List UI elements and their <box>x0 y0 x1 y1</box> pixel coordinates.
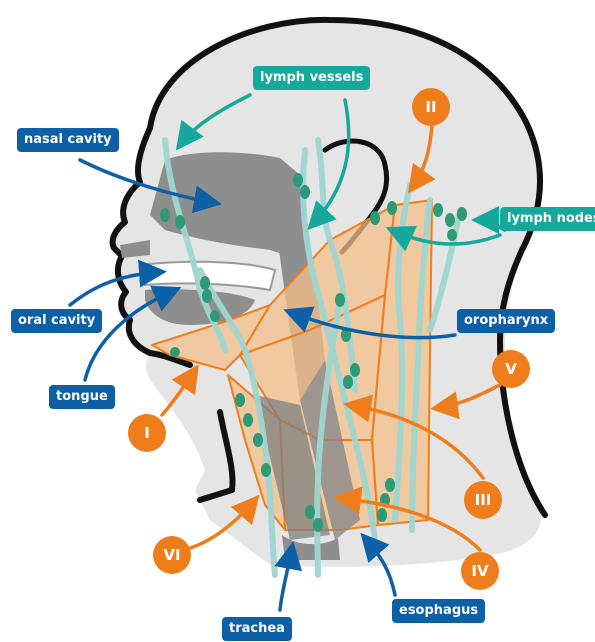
lymph-node <box>170 347 180 357</box>
lymph-node <box>385 478 395 492</box>
lymph-node <box>305 505 315 519</box>
lymph-node <box>210 310 220 322</box>
lymph-node <box>343 375 353 389</box>
lymph-node <box>433 203 443 217</box>
level-V-badge: V <box>492 350 530 388</box>
lymph-node <box>235 393 245 407</box>
lymph-node <box>200 276 210 290</box>
label-oropharynx: oropharynx <box>457 309 555 333</box>
label-esophagus: esophagus <box>392 599 485 623</box>
level-I-badge: I <box>128 414 166 452</box>
lymph-node <box>160 208 170 222</box>
level-VI-badge: VI <box>153 536 191 574</box>
label-trachea: trachea <box>222 617 292 641</box>
lymph-node <box>300 185 310 199</box>
label-lymph-nodes: lymph nodes <box>500 207 595 231</box>
label-oral-cavity: oral cavity <box>11 309 102 333</box>
lymph-node <box>175 215 185 229</box>
lymph-node <box>447 229 457 241</box>
lymph-node <box>253 433 263 447</box>
label-tongue: tongue <box>49 385 115 409</box>
lymph-node <box>370 211 380 225</box>
level-IV-badge: IV <box>461 552 499 590</box>
lymph-node <box>293 173 303 187</box>
label-nasal-cavity: nasal cavity <box>17 128 119 152</box>
label-lymph-vessels: lymph vessels <box>253 66 370 90</box>
lymph-node <box>377 508 387 522</box>
lymph-node <box>243 413 253 427</box>
lymph-node <box>335 293 345 307</box>
lymph-node <box>350 363 360 377</box>
lymph-node <box>313 518 323 532</box>
lymph-node <box>387 201 397 215</box>
level-III-badge: III <box>464 481 502 519</box>
lymph-node <box>202 289 212 303</box>
lymph-node <box>261 463 271 477</box>
level-II-badge: II <box>412 88 450 126</box>
lymph-node <box>445 213 455 227</box>
lymph-node <box>457 207 467 221</box>
